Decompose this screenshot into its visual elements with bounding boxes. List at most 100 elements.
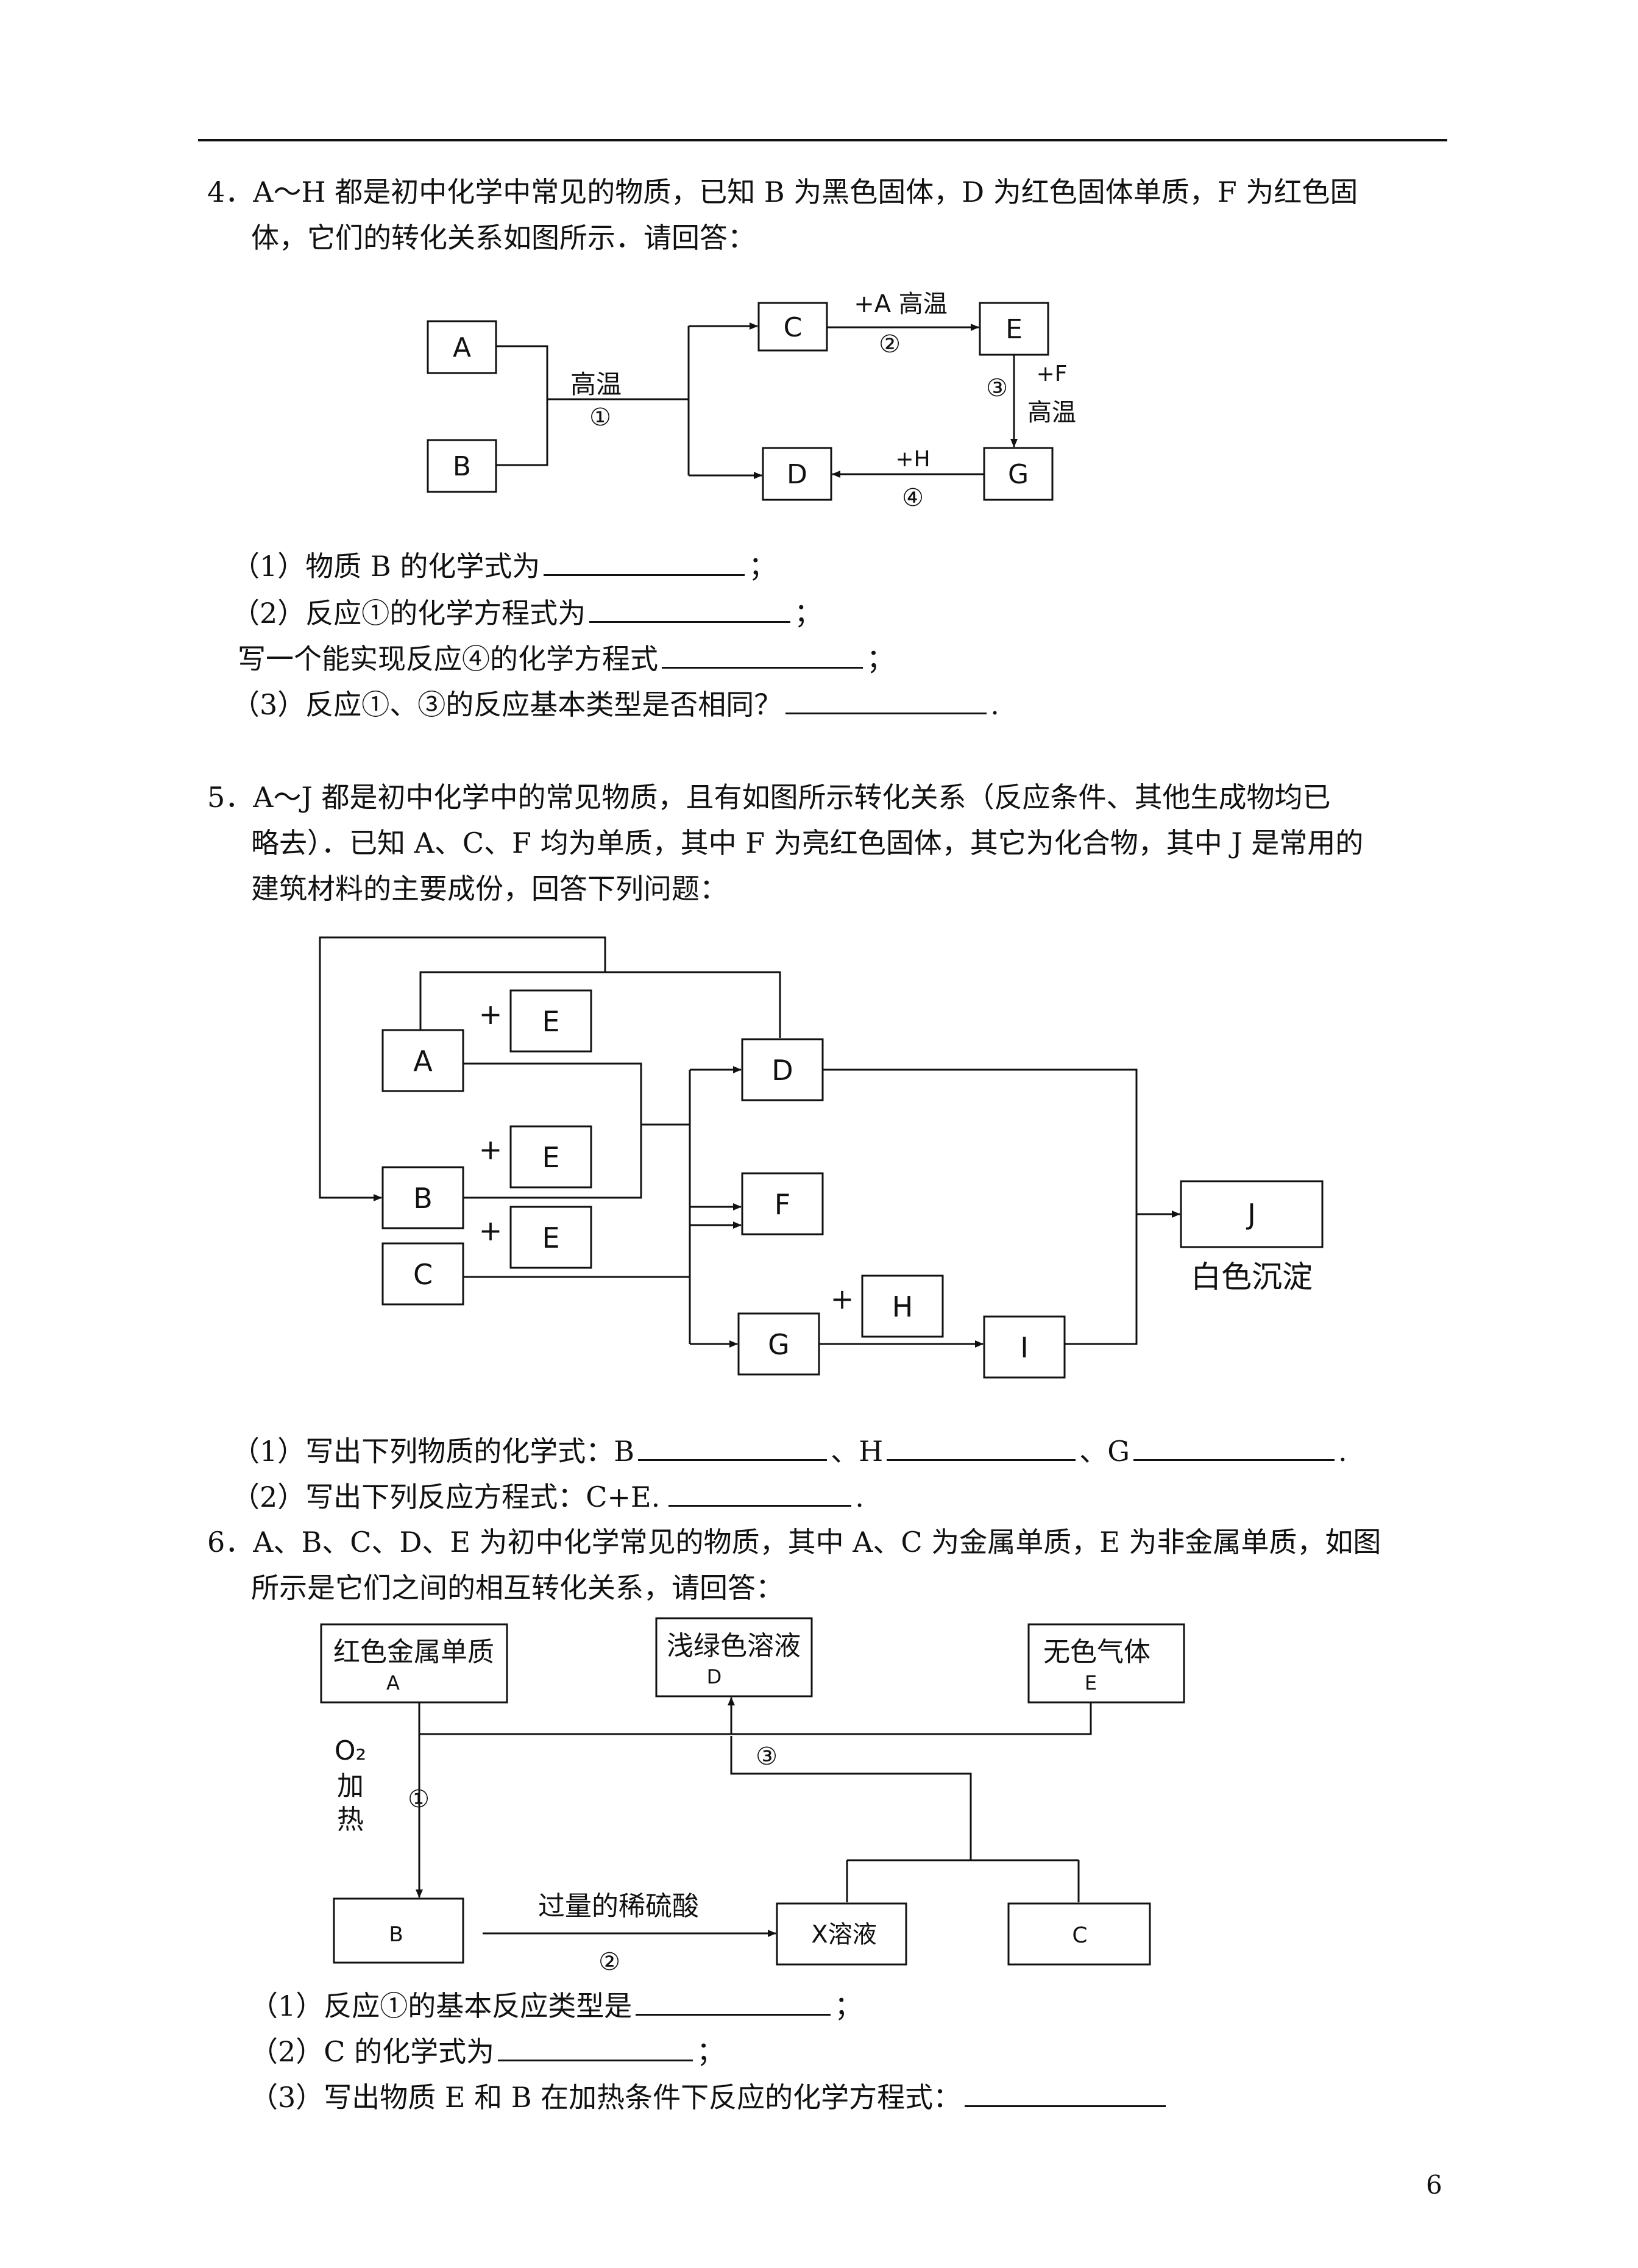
q5-answer-blank-h[interactable] [887,1432,1076,1461]
q4-r4-add: +H [895,447,930,472]
q4-question-2: （2）反应①的化学方程式为； [232,594,822,631]
q5-box-d [741,1038,824,1101]
q4-label-c: C [784,312,803,343]
q6-label-d: D [707,1665,722,1688]
q4-label-a: A [453,332,471,363]
q6-box-e [1027,1623,1185,1704]
q5-answer-blank-b[interactable] [638,1432,828,1461]
q4-label-b: B [453,451,471,482]
q5-label-f: F [775,1188,790,1221]
q6-r1-reagent: O₂ [335,1735,366,1766]
q6-label-a: A [386,1671,400,1694]
q5-plus-3: + [479,1214,503,1247]
q6-label-e-desc: 无色气体 [1043,1637,1150,1668]
q6-answer-blank-1[interactable] [636,1987,831,2016]
q6-box-d [655,1617,813,1697]
q5-box-b [381,1166,464,1229]
q4-stem-line1: 4．A～H 都是初中化学中常见的物质，已知 B 为黑色固体，D 为红色固体单质，… [207,176,1358,208]
q6-question-2: （2）C 的化学式为； [250,2033,725,2070]
q5-label-b: B [413,1182,433,1215]
q6-r2-num: ② [598,1948,620,1976]
q5-label-i: I [1020,1331,1029,1364]
q4-stem-line2: 体，它们的转化关系如图所示．请回答： [251,221,756,254]
q4-r1-num: ① [589,403,611,432]
q5-plus-4: + [831,1282,854,1315]
q4-diagram [427,302,1054,501]
q5-label-a: A [413,1045,433,1078]
q4-answer-blank-3[interactable] [662,640,863,669]
q4-r4-num: ④ [902,484,924,512]
q6-r1-cond-2: 热 [337,1804,364,1835]
q5-box-j [1180,1180,1324,1248]
q6-r3-num: ③ [756,1743,778,1771]
q6-answer-blank-3[interactable] [965,2078,1166,2107]
q5-label-d: D [771,1054,793,1087]
q4-label-e: E [1005,314,1023,345]
q6-box-a [320,1623,508,1704]
q6-label-e: E [1085,1671,1097,1694]
q4-box-e [979,302,1049,356]
q4-r3-add: +F [1037,361,1068,386]
q4-label-d: D [787,459,807,490]
q4-box-c [757,302,828,352]
q5-label-e1: E [542,1005,559,1038]
q4-r3-cond: 高温 [1027,399,1076,427]
q5-plus-2: + [479,1133,503,1166]
q4-question-1: （1）物质 B 的化学式为； [232,547,776,585]
q6-box-b [333,1897,464,1964]
q4-question-3: （3）反应①、③的反应基本类型是否相同？. [232,686,999,723]
q5-question-1: （1）写出下列物质的化学式：B、H、G. [232,1432,1347,1470]
q5-label-j-desc: 白色沉淀 [1191,1259,1313,1295]
q4-r1-cond: 高温 [570,369,622,399]
q5-diagram [319,936,1324,1379]
q4-box-b [427,439,497,493]
q5-label-g: G [768,1328,790,1361]
q6-answer-blank-2[interactable] [498,2033,693,2061]
q6-label-a-desc: 红色金属单质 [333,1637,494,1668]
q5-box-c [381,1242,464,1306]
q4-box-g [983,447,1054,501]
q4-box-d [762,447,832,501]
q5-answer-blank-eq[interactable] [668,1478,852,1507]
q5-question-2: （2）写出下列反应方程式：C+E.. [232,1478,864,1515]
q4-r3-num: ③ [986,374,1008,402]
q5-plus-1: + [479,998,503,1031]
q4-label-g: G [1008,459,1029,490]
q5-stem-line3: 建筑材料的主要成份，回答下列问题： [251,872,728,905]
q5-label-h: H [892,1290,913,1323]
q4-r2-cond: +A 高温 [854,290,948,318]
q5-stem-line2: 略去）．已知 A、C、F 均为单质，其中 F 为亮红色固体，其它为化合物，其中 … [251,827,1364,859]
q5-answer-blank-g[interactable] [1133,1432,1335,1461]
q5-box-h [861,1274,944,1338]
q5-label-j: J [1246,1198,1256,1231]
q5-box-e2 [509,1125,592,1189]
q5-label-e3: E [542,1221,559,1254]
q4-r2-num: ② [879,330,901,358]
q6-label-x: X溶液 [811,1921,876,1949]
q5-label-e2: E [542,1141,559,1174]
q6-label-c: C [1072,1923,1087,1948]
q5-box-a [381,1029,464,1092]
q6-r1-num: ① [408,1785,430,1813]
q6-stem-line2: 所示是它们之间的相互转化关系，请回答： [251,1571,784,1604]
q5-box-e3 [509,1206,592,1269]
q6-r1-cond-1: 加 [337,1771,364,1802]
q5-stem-line1: 5．A～J 都是初中化学中的常见物质，且有如图所示转化关系（反应条件、其他生成物… [207,781,1331,814]
q6-box-x [776,1902,907,1966]
q5-label-c: C [413,1258,433,1291]
q6-question-3: （3）写出物质 E 和 B 在加热条件下反应的化学方程式： [250,2078,1169,2116]
q6-box-c [1007,1902,1151,1966]
q5-box-e1 [509,989,592,1053]
q5-box-g [737,1312,820,1376]
q5-box-i [983,1315,1066,1379]
q5-box-f [741,1172,824,1235]
q6-stem-line1: 6．A、B、C、D、E 为初中化学常见的物质，其中 A、C 为金属单质，E 为非… [207,1526,1381,1559]
q6-diagram [320,1617,1185,1966]
q6-question-1: （1）反应①的基本反应类型是； [250,1987,862,2024]
q6-r2-cond: 过量的稀硫酸 [538,1891,699,1922]
q4-answer-blank-4[interactable] [785,686,987,714]
q4-question-2b: 写一个能实现反应④的化学方程式； [238,640,895,677]
q4-answer-blank-2[interactable] [589,594,791,623]
q4-answer-blank-1[interactable] [544,547,745,576]
